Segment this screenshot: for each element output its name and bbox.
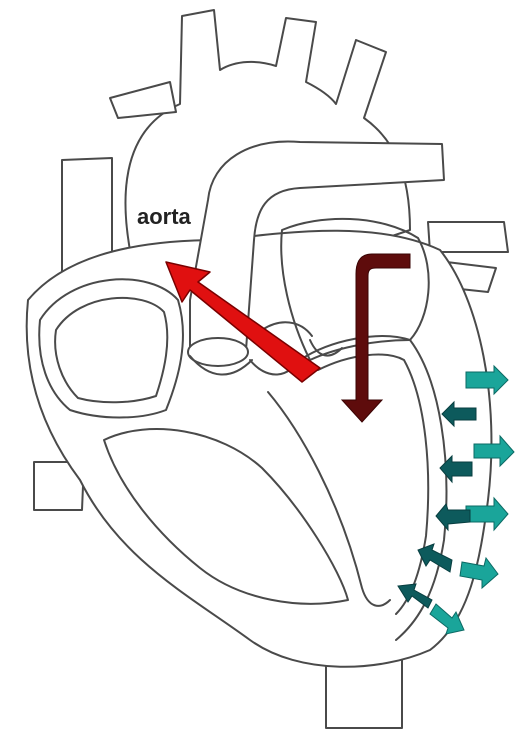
double-arrow-icon — [418, 544, 452, 572]
double-arrow-icon — [430, 604, 464, 634]
arrow-up-left-icon — [166, 262, 320, 382]
double-arrow-icon — [466, 366, 508, 394]
wall-motion-arrows — [398, 366, 514, 634]
aorta-label: aorta — [137, 204, 191, 230]
double-arrow-icon — [442, 402, 476, 426]
double-arrow-icon — [440, 456, 472, 482]
double-arrow-icon — [436, 504, 470, 530]
double-arrow-icon — [474, 436, 514, 466]
double-arrow-icon — [398, 584, 432, 608]
double-arrow-icon — [460, 558, 498, 588]
hook-arrow-down-icon — [342, 254, 410, 422]
double-arrow-icon — [466, 498, 508, 530]
